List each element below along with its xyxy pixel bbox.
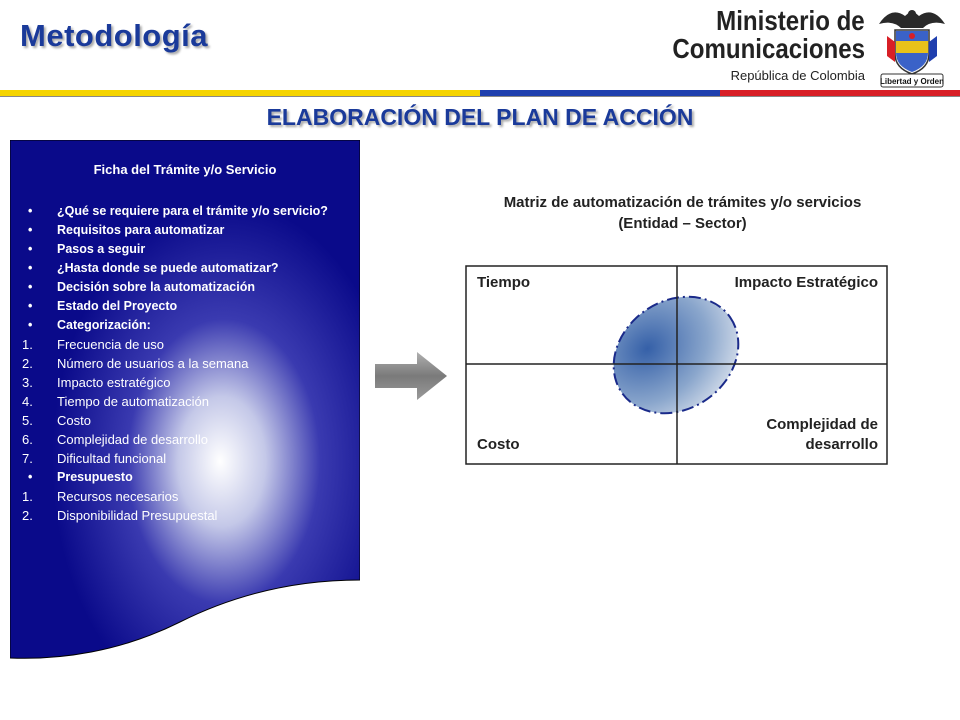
header-divider <box>0 96 960 97</box>
automation-matrix: Tiempo Impacto Estratégico Costo Complej… <box>465 265 888 465</box>
quadrant-label-complexity: Complejidad de desarrollo <box>766 416 878 453</box>
list-item: 7.Dificultad funcional <box>22 451 167 466</box>
list-item: •Decisión sobre la automatización <box>28 280 255 294</box>
matrix-ellipse <box>612 295 740 415</box>
ministry-name-line1: Ministerio de <box>716 5 865 36</box>
flag-stripe-yellow <box>0 90 480 96</box>
section-title: Metodología <box>20 18 209 53</box>
requirements-list: •¿Qué se requiere para el trámite y/o se… <box>22 202 352 525</box>
list-item: 1.Recursos necesarios <box>22 489 179 504</box>
matrix-title-line2: (Entidad – Sector) <box>618 215 747 232</box>
panel-heading: Ficha del Trámite y/o Servicio <box>93 162 277 177</box>
coat-of-arms-icon: Libertad y Orden <box>879 10 945 88</box>
list-item: 2.Disponibilidad Presupuestal <box>22 508 218 523</box>
right-arrow-icon <box>375 352 447 400</box>
list-item: •Pasos a seguir <box>28 242 146 256</box>
procedure-sheet-panel: Ficha del Trámite y/o Servicio •¿Qué se … <box>10 140 360 670</box>
list-item: 4.Tiempo de automatización <box>22 394 209 409</box>
list-item: •¿Qué se requiere para el trámite y/o se… <box>28 204 328 218</box>
quadrant-label-cost: Costo <box>477 436 520 453</box>
list-item: 3.Impacto estratégico <box>22 375 171 390</box>
ministry-name-line2: Comunicaciones <box>672 33 865 64</box>
list-item: •¿Hasta donde se puede automatizar? <box>28 261 279 275</box>
motto-text: Libertad y Orden <box>880 77 944 86</box>
matrix-grid <box>465 265 888 465</box>
list-item: 1.Frecuencia de uso <box>22 337 164 352</box>
matrix-title: Matriz de automatización de trámites y/o… <box>440 192 925 234</box>
quadrant-label-time: Tiempo <box>477 274 531 291</box>
ministry-country: República de Colombia <box>730 68 865 83</box>
page-title: ELABORACIÓN DEL PLAN DE ACCIÓN <box>266 104 694 130</box>
flag-stripe-red <box>720 90 960 96</box>
list-item: 5.Costo <box>22 413 91 428</box>
list-item: •Presupuesto <box>28 470 133 484</box>
matrix-title-line1: Matriz de automatización de trámites y/o… <box>503 194 862 211</box>
flag-stripe-blue <box>480 90 720 96</box>
list-item: 6.Complejidad de desarrollo <box>22 432 209 447</box>
list-item: •Categorización: <box>28 318 151 332</box>
list-item: •Estado del Proyecto <box>28 299 178 313</box>
document-shape <box>10 140 360 659</box>
quadrant-label-strategic-impact: Impacto Estratégico <box>734 274 878 291</box>
list-item: •Requisitos para automatizar <box>28 223 225 237</box>
list-item: 2.Número de usuarios a la semana <box>22 356 249 371</box>
